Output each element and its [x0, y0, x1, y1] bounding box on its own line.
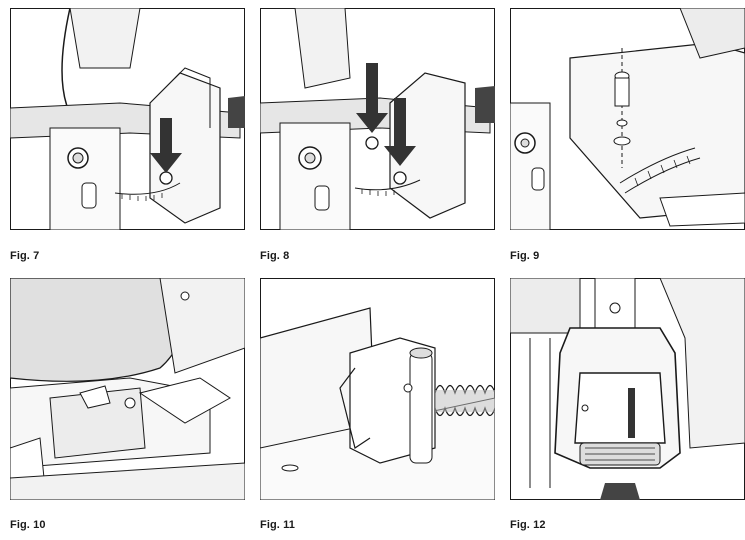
- vise-spring-drawing: [260, 278, 495, 500]
- figure-11-illustration: [260, 278, 495, 500]
- handle-front-drawing: [510, 278, 745, 500]
- figure-9-caption: Fig. 9: [510, 250, 540, 262]
- figure-10-illustration: [10, 278, 245, 500]
- figure-8-caption: Fig. 8: [260, 250, 290, 262]
- figure-9-illustration: [510, 8, 745, 230]
- saw-fence-bolts-drawing: [260, 8, 495, 230]
- figure-10-caption: Fig. 10: [10, 519, 46, 531]
- blade-guard-drawing: [10, 278, 245, 500]
- bolt-washer-drawing: [510, 8, 745, 230]
- figure-7-caption: Fig. 7: [10, 250, 40, 262]
- saw-fence-drawing: [10, 8, 245, 230]
- figure-7-illustration: [10, 8, 245, 230]
- figure-12-illustration: [510, 278, 745, 500]
- figure-12-caption: Fig. 12: [510, 519, 546, 531]
- figure-11-caption: Fig. 11: [260, 519, 295, 531]
- figure-8-illustration: [260, 8, 495, 230]
